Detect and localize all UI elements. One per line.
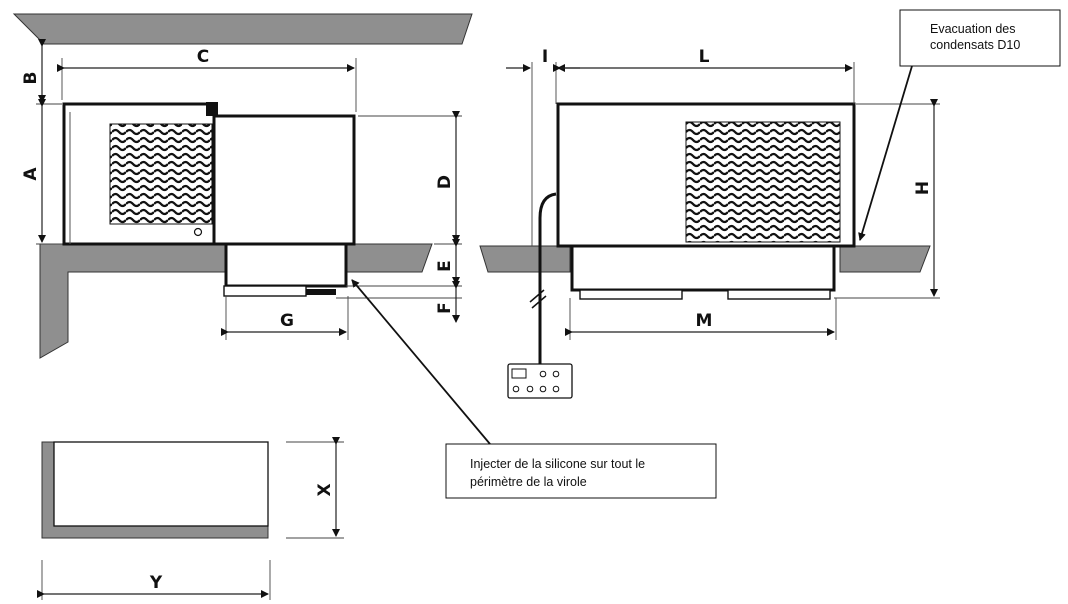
silicone-callout-line1: Injecter de la silicone sur tout le bbox=[470, 457, 645, 471]
left-view: C B A D E F G bbox=[12, 13, 473, 359]
cable-break-1 bbox=[529, 289, 545, 303]
label-x: X bbox=[315, 483, 335, 496]
evacuation-callout-line2: condensats D10 bbox=[930, 38, 1020, 52]
label-f: F bbox=[435, 302, 455, 314]
label-e: E bbox=[435, 260, 455, 272]
virole-box bbox=[224, 242, 348, 288]
evacuation-callout-box bbox=[899, 9, 1061, 67]
silicone-callout-line2: périmètre de la virole bbox=[470, 475, 587, 489]
opening-view: X Y bbox=[37, 437, 344, 600]
label-l: L bbox=[699, 47, 710, 67]
unit-cap bbox=[206, 102, 218, 116]
label-c: C bbox=[197, 47, 209, 67]
tray-right-2 bbox=[727, 289, 831, 300]
grille-right bbox=[685, 121, 841, 243]
lower-box-right bbox=[570, 244, 836, 292]
controller-display bbox=[511, 368, 527, 379]
silicone-callout-box bbox=[445, 443, 717, 499]
evacuation-leader bbox=[858, 65, 913, 241]
controller-device bbox=[507, 363, 573, 399]
floor-block-left bbox=[345, 243, 433, 273]
floor-block-right-b bbox=[839, 245, 931, 273]
unit-right-section bbox=[212, 114, 356, 246]
label-m: M bbox=[696, 311, 713, 331]
cable-break-2 bbox=[531, 295, 547, 309]
indicator-light bbox=[193, 227, 203, 237]
virole-fitting bbox=[306, 289, 336, 295]
floor-block-right-a bbox=[479, 245, 571, 273]
silicone-callout: Injecter de la silicone sur tout le péri… bbox=[351, 279, 717, 499]
label-d: D bbox=[435, 175, 455, 189]
wall-shelf bbox=[39, 243, 229, 359]
label-i: I bbox=[542, 47, 548, 67]
controller-cable bbox=[538, 192, 557, 366]
label-b: B bbox=[21, 72, 41, 85]
label-g: G bbox=[280, 311, 294, 331]
evacuation-callout-line1: Evacuation des bbox=[930, 22, 1015, 36]
right-view: I L H M Evacuation des condensats D10 bbox=[479, 9, 1061, 399]
ceiling-slab bbox=[12, 13, 473, 45]
opening-rect bbox=[53, 441, 269, 527]
grille-left bbox=[109, 123, 213, 225]
tray-right-1 bbox=[579, 289, 683, 300]
label-h: H bbox=[913, 181, 933, 195]
label-a: A bbox=[21, 167, 41, 181]
silicone-leader bbox=[351, 279, 491, 445]
virole-tray bbox=[223, 285, 307, 297]
label-y: Y bbox=[149, 573, 163, 593]
